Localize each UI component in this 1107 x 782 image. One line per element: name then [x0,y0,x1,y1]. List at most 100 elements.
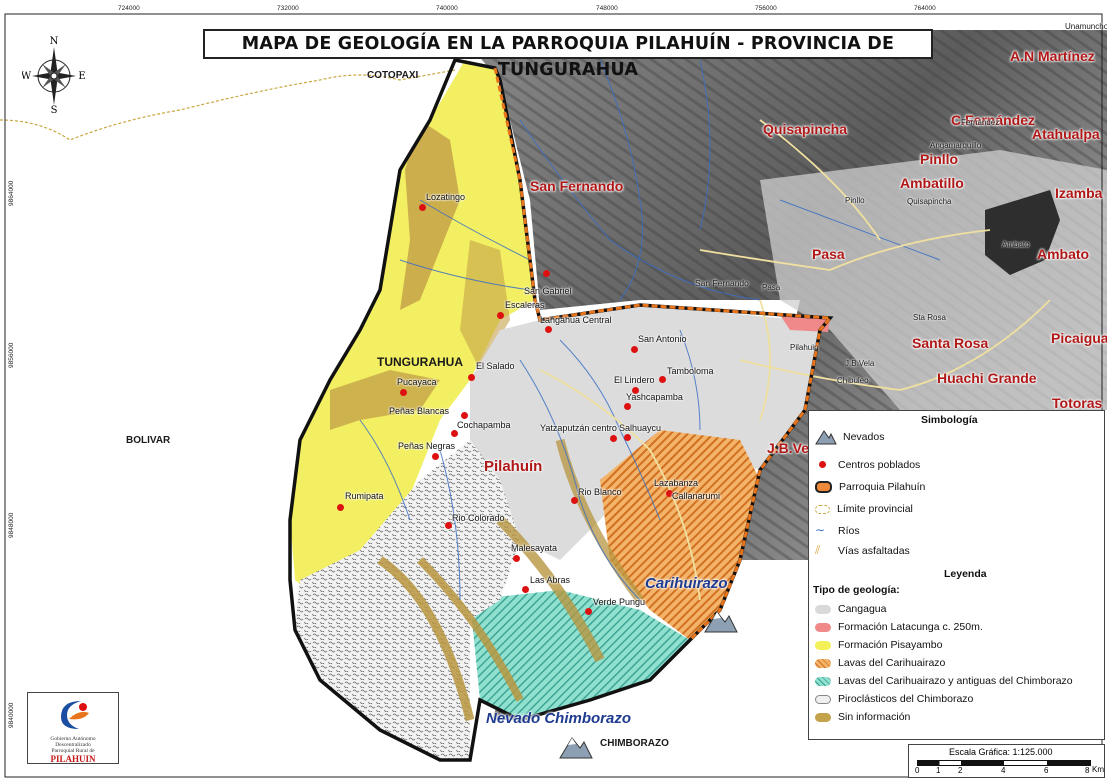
centro-label: San Antonio [638,334,687,344]
centro-label: Lozatingo [426,192,466,202]
centro-label: Rio Colorado [452,513,505,523]
x-tick: 732000 [277,5,299,12]
centro-label: Langahua Central [540,315,612,325]
legend-geo-item: Cangagua [815,603,886,615]
centro-dot[interactable] [445,522,452,529]
nevado-icon [815,430,837,445]
gad-logo: Gobierno Autónomo Descentralizado Parroq… [27,692,119,764]
centro-dot[interactable] [400,389,407,396]
centro-dot[interactable] [585,608,592,615]
town-label: San Fernando [695,278,749,288]
y-tick: 9840000 [8,702,15,728]
centro-dot[interactable] [610,435,617,442]
legend-geo-item: Lavas del Carihuairazo y antiguas del Ch… [815,675,1073,687]
x-tick: 724000 [118,5,140,12]
legend-geo-item: Lavas del Carihuairazo [815,657,945,669]
parish-label: J.B.Vela [767,440,821,456]
centro-label: Tamboloma [667,366,714,376]
centro-label: Peñas Negras [398,441,456,451]
region-tungurahua: TUNGURAHUA [377,355,463,369]
legend-geo-item: Formación Pisayambo [815,639,942,651]
centro-dot[interactable] [571,497,578,504]
parish-label: Pasa [812,246,845,262]
legend-item-centros: Centros poblados [815,459,920,471]
centro-label: Pucayaca [397,377,437,387]
centro-label: Las Abras [530,575,571,585]
legend-geo-item: Formación Latacunga c. 250m. [815,621,983,633]
centro-dot[interactable] [543,270,550,277]
parish-label: Ambatillo [900,175,964,191]
x-tick: 764000 [914,5,936,12]
parish-label: Totoras [1052,395,1103,411]
centro-dot[interactable] [337,504,344,511]
centro-dot[interactable] [624,434,631,441]
centro-dot[interactable] [545,326,552,333]
legend-item-limite: Límite provincial [815,503,913,515]
centro-label: El Lindero [614,375,655,385]
logo-emblem-icon [61,701,89,729]
x-tick: 756000 [755,5,777,12]
legend-item-rios: ∼Ríos [815,523,860,537]
centro-dot[interactable] [666,490,673,497]
town-label: Ambato [1002,240,1030,249]
y-tick: 9856000 [8,342,15,368]
compass-n: N [50,36,59,47]
parish-swatch [815,481,832,494]
scale-graphic [917,760,1091,766]
parish-label: Izamba [1055,185,1103,201]
centro-label: Rumipata [345,491,384,501]
scale-unit: Km [1092,765,1104,774]
centro-label: Malesayata [511,543,558,553]
logo-line1: Gobierno Autónomo [50,736,96,742]
scale-tick: 8 [1085,766,1090,775]
centro-dot[interactable] [497,312,504,319]
legend-item-vias: ⫽Vías asfaltadas [815,543,910,557]
region-cotopaxi: COTOPAXI [367,70,419,81]
region-bolivar: BOLIVAR [126,435,171,446]
scale-label: Escala Gráfica: 1:125.000 [949,747,1053,757]
legend-geo-item: Piroclásticos del Chimborazo [815,693,973,705]
centro-label: Peñas Blancas [389,406,450,416]
town-label: Pinllo [845,196,865,205]
centro-label: Yatzaputzán centro [540,423,617,433]
road-icon: ⫽ [815,543,821,557]
parish-label: Atahualpa [1032,126,1100,142]
centro-dot[interactable] [461,412,468,419]
centro-label: Escaleras [505,300,545,310]
parish-label: Huachi Grande [937,370,1037,386]
centro-dot[interactable] [631,346,638,353]
parish-label: San Fernando [530,178,624,194]
town-label: Pasa [762,283,781,292]
parish-label: C.Fernández [951,112,1036,128]
parish-label: Ambato [1037,246,1090,262]
centro-dot[interactable] [632,387,639,394]
parish-label: A.N Martínez [1010,48,1095,64]
centro-dot[interactable] [624,403,631,410]
scale-tick: 4 [1001,766,1006,775]
legend-geo-item: Sin información [815,711,910,723]
logo-line3: Parroquial Rural de [51,748,95,754]
centro-dot[interactable] [432,453,439,460]
centro-dot[interactable] [419,204,426,211]
town-label: Angamarquillo [930,141,982,150]
river-icon: ∼ [815,523,826,537]
centro-dot[interactable] [513,555,520,562]
centro-dot[interactable] [659,376,666,383]
centro-dot[interactable] [468,374,475,381]
town-label: Fernández [961,118,1000,127]
dot-icon [819,461,826,468]
y-tick: 9848000 [8,512,15,538]
region-pilahuin: Pilahuín [484,458,543,475]
parish-label: Picaigua [1051,330,1107,346]
legend-leyenda-title: Leyenda [944,568,987,580]
legend: Simbología Nevados Centros poblados Parr… [808,410,1105,740]
centro-label: San Gabriel [524,286,572,296]
centro-label: Rio Blanco [578,487,622,497]
centro-dot[interactable] [451,430,458,437]
centro-dot[interactable] [522,586,529,593]
region-chimborazo: CHIMBORAZO [600,738,669,749]
centro-label: Callanarumi [672,491,721,501]
parish-label: Santa Rosa [912,335,989,351]
